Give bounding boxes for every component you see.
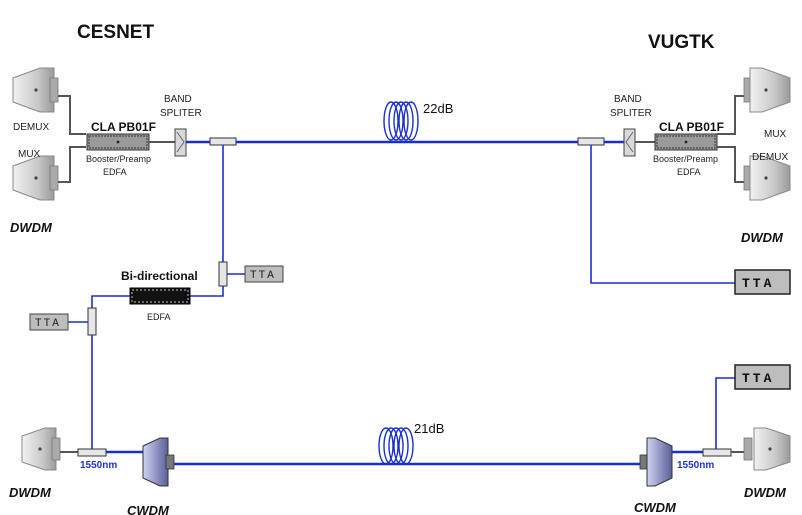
left-mux-link bbox=[58, 146, 86, 183]
left-top-coupler bbox=[209, 137, 237, 146]
title-vugtk: VUGTK bbox=[648, 32, 715, 53]
bidir-label: Bi-directional bbox=[121, 269, 198, 283]
bottom-right-wavelength: 1550nm bbox=[677, 460, 714, 471]
bidir-sub: EDFA bbox=[147, 312, 171, 322]
bottom-fiber-spool-icon bbox=[378, 427, 414, 465]
bottom-left-coupler bbox=[77, 448, 107, 457]
bottom-right-tta-fiber bbox=[715, 377, 735, 449]
right-cwdm-label: CWDM bbox=[634, 500, 677, 515]
left-demux-link bbox=[58, 95, 86, 135]
mid-tta-box: TTA bbox=[244, 265, 284, 283]
right-spliter-label: SPLITER bbox=[610, 108, 652, 119]
left-amp-sub1: Booster/Preamp bbox=[86, 154, 151, 164]
right-tta-box: TTA bbox=[734, 269, 791, 295]
right-tta-label: TTA bbox=[742, 276, 774, 291]
bottom-left-wavelength: 1550nm bbox=[80, 460, 117, 471]
left-demux-device bbox=[12, 67, 59, 113]
left-bidir-fiber bbox=[91, 295, 130, 452]
right-demux-link bbox=[717, 146, 748, 183]
bottom-right-coupler bbox=[702, 448, 732, 457]
right-amp-name: CLA PB01F bbox=[659, 120, 724, 134]
right-amp-sub2: EDFA bbox=[677, 167, 701, 177]
right-tta-fiber bbox=[590, 145, 735, 284]
right-band-splitter bbox=[623, 128, 636, 157]
left-demux-label: DEMUX bbox=[13, 122, 49, 133]
left-edfa-amplifier bbox=[86, 133, 150, 151]
bottom-left-dwdm-label: DWDM bbox=[9, 485, 52, 500]
right-dwdm-label: DWDM bbox=[741, 230, 784, 245]
bottom-right-tta-box: TTA bbox=[734, 364, 791, 390]
right-mux-link bbox=[717, 95, 748, 135]
bottom-right-dwdm-device bbox=[743, 427, 791, 471]
bidir-edfa-amplifier bbox=[129, 287, 191, 305]
title-cesnet: CESNET bbox=[77, 22, 154, 43]
bottom-right-tta-label: TTA bbox=[742, 371, 774, 386]
right-mux-device bbox=[743, 67, 791, 113]
left-band-splitter bbox=[174, 128, 187, 157]
mid-tta-coupler bbox=[218, 261, 228, 287]
left-mux-label: MUX bbox=[18, 149, 41, 160]
bottom-right-dwdm-label: DWDM bbox=[744, 485, 787, 500]
left-tta-label: TTA bbox=[35, 318, 61, 330]
left-tta-box: TTA bbox=[29, 313, 69, 331]
left-spliter-label: SPLITER bbox=[160, 108, 202, 119]
right-demux-device bbox=[743, 155, 791, 201]
right-demux-label: DEMUX bbox=[752, 152, 788, 163]
left-amp-sub2: EDFA bbox=[103, 167, 127, 177]
mid-tta-label: TTA bbox=[250, 270, 276, 282]
left-tta-coupler bbox=[87, 307, 97, 336]
right-mux-label: MUX bbox=[764, 129, 787, 140]
bottom-left-dwdm-device bbox=[21, 427, 61, 471]
top-span-loss: 22dB bbox=[423, 101, 453, 116]
right-cwdm-device bbox=[639, 437, 673, 487]
left-vertical-fiber bbox=[190, 145, 224, 297]
right-band-label: BAND bbox=[614, 94, 642, 105]
left-amp-name: CLA PB01F bbox=[91, 120, 156, 134]
right-top-coupler bbox=[577, 137, 605, 146]
top-fiber-spool-icon bbox=[383, 101, 419, 141]
left-mux-device bbox=[12, 155, 59, 201]
left-cwdm-label: CWDM bbox=[127, 503, 170, 515]
right-amp-sub1: Booster/Preamp bbox=[653, 154, 718, 164]
left-cwdm-device bbox=[142, 437, 175, 487]
right-edfa-amplifier bbox=[654, 133, 718, 151]
bottom-span-loss: 21dB bbox=[414, 421, 444, 436]
left-dwdm-label: DWDM bbox=[10, 220, 53, 235]
left-band-label: BAND bbox=[164, 94, 192, 105]
